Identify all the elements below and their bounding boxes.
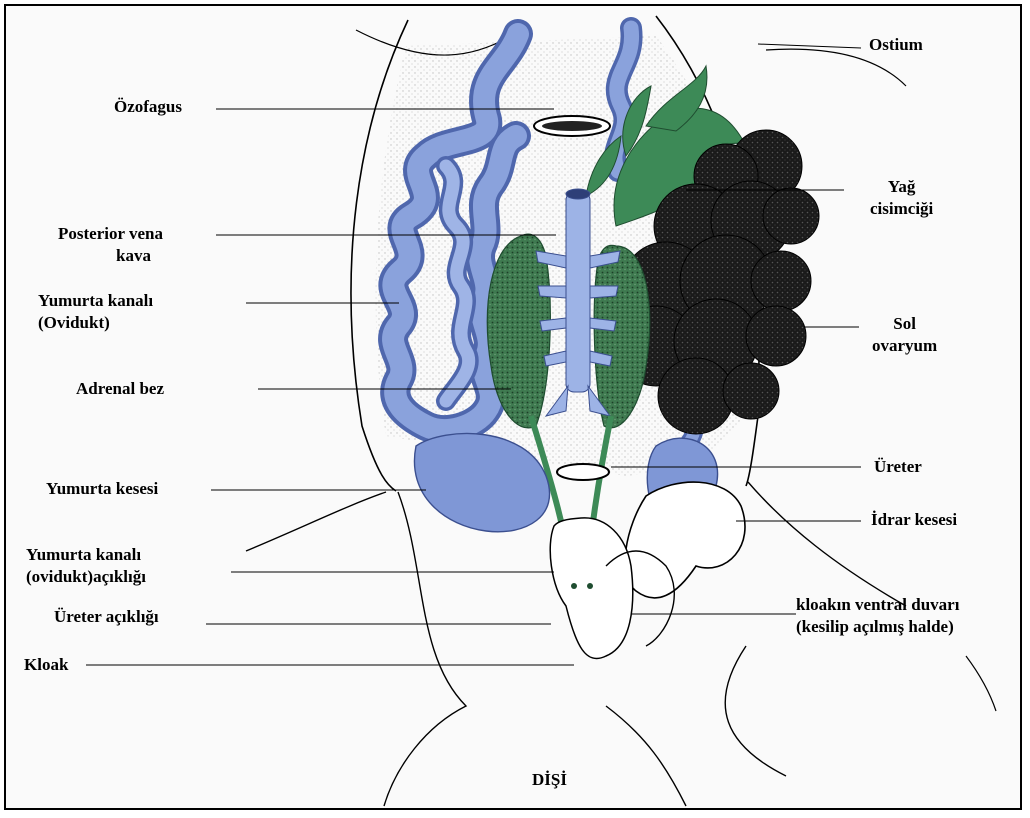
leg-outline-left: [246, 492, 466, 806]
label-ureter: Üreter: [874, 456, 922, 478]
label-kloak: Kloak: [24, 654, 68, 676]
label-yumurta-kanali: Yumurta kanalı (Ovidukt): [38, 290, 153, 334]
label-sol-ovaryum: Sol ovaryum: [872, 313, 937, 357]
label-yag-cisimcigi: Yağ cisimciği: [870, 176, 933, 220]
label-ostium: Ostium: [869, 34, 923, 56]
ureter-opening-right: [587, 583, 593, 589]
frog-urogenital-diagram: [6, 6, 1022, 810]
limb-line-bottom-right: [966, 656, 996, 711]
label-yumurta-kesesi: Yumurta kesesi: [46, 478, 158, 500]
ureter-opening-left: [571, 583, 577, 589]
label-posterior-vena-kava: Posterior vena kava: [58, 223, 163, 267]
label-disi: DİŞİ: [532, 769, 567, 791]
urinary-bladder: [625, 482, 745, 598]
figure-frame: Özofagus Ostium Posterior vena kava Yağ …: [4, 4, 1022, 810]
cloaca-opening: [557, 464, 609, 480]
label-idrar-kesesi: İdrar kesesi: [871, 509, 957, 531]
label-yumurta-kanali-acikligi: Yumurta kanalı (ovidukt)açıklığı: [26, 544, 146, 588]
label-kloak-ventral-duvari: kloakın ventral duvarı (kesilip açılmış …: [796, 594, 959, 638]
label-ureter-acikligi: Üreter açıklığı: [54, 606, 159, 628]
label-adrenal-bez: Adrenal bez: [76, 378, 164, 400]
label-ozofagus: Özofagus: [114, 96, 182, 118]
